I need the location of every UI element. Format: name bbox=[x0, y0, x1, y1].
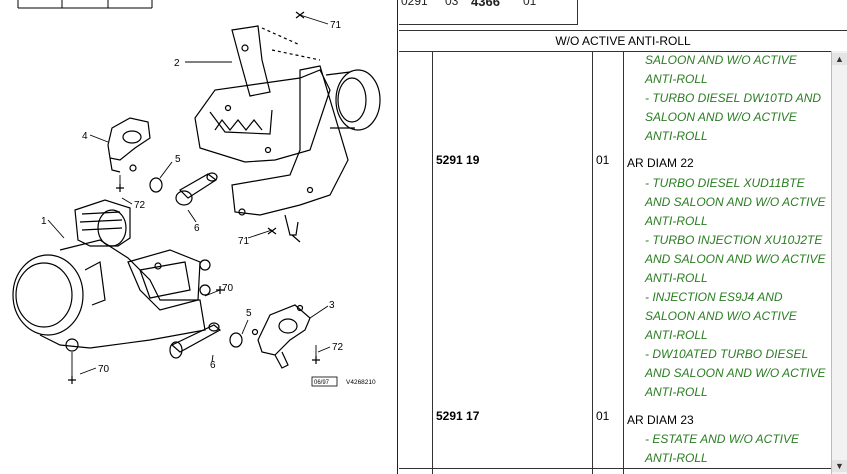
leader-lines bbox=[47, 14, 331, 380]
applicability-line: - ESTATE AND W/O ACTIVE bbox=[645, 432, 800, 446]
panel-divider bbox=[397, 0, 398, 474]
clamp-upper bbox=[107, 117, 218, 206]
date-box: 06/97 bbox=[314, 380, 330, 386]
cross-markers bbox=[68, 11, 320, 384]
clamp-lower bbox=[169, 304, 311, 369]
column-separator-1 bbox=[432, 51, 433, 474]
callout-5-upper: 5 bbox=[175, 154, 181, 165]
callout-71-mid: 71 bbox=[238, 236, 250, 247]
applicability-line: AND SALOON AND W/O ACTIVE bbox=[645, 252, 826, 266]
column-separator-2 bbox=[592, 51, 593, 474]
header-col-4: 01 bbox=[523, 0, 537, 8]
applicability-line: - TURBO DIESEL DW10TD AND bbox=[645, 91, 822, 105]
applicability-line: - TURBO INJECTION XU10J2TE bbox=[645, 233, 823, 247]
callout-70-right: 70 bbox=[222, 283, 234, 294]
scroll-up-icon[interactable]: ▲ bbox=[832, 53, 847, 65]
date-box-frame bbox=[311, 376, 338, 387]
callout-labels: 1 2 3 4 5 5 6 6 70 70 71 71 72 72 bbox=[41, 20, 344, 375]
part-variant: 01 bbox=[596, 409, 610, 423]
header-col-1: 0291 bbox=[401, 0, 428, 8]
applicability-line: - DW10ATED TURBO DIESEL bbox=[645, 347, 809, 361]
callout-6-lower: 6 bbox=[210, 360, 216, 371]
parts-list-panel: 0291 03 4366 01 W/O ACTIVE ANTI-ROLL SAL… bbox=[399, 0, 847, 474]
applicability-line: ANTI-ROLL bbox=[645, 72, 708, 86]
applicability-line: SALOON AND W/O ACTIVE bbox=[645, 309, 797, 323]
diagram-corner-table bbox=[17, 0, 153, 9]
part-variant: 01 bbox=[596, 153, 610, 167]
applicability-line: ANTI-ROLL bbox=[645, 385, 708, 399]
callout-3: 3 bbox=[329, 300, 335, 311]
applicability-line: ANTI-ROLL bbox=[645, 451, 708, 465]
callout-4: 4 bbox=[82, 131, 88, 142]
callout-6-upper: 6 bbox=[194, 223, 200, 234]
applicability-line: ANTI-ROLL bbox=[645, 129, 708, 143]
section-title: W/O ACTIVE ANTI-ROLL bbox=[399, 30, 847, 52]
callout-72-lower: 72 bbox=[332, 342, 344, 353]
part-description: AR DIAM 22 bbox=[627, 156, 694, 170]
part-reference[interactable]: 5291 17 bbox=[436, 409, 480, 423]
applicability-line: - INJECTION ES9J4 AND bbox=[645, 290, 783, 304]
column-separator-3 bbox=[623, 51, 624, 474]
callout-70-bottom: 70 bbox=[98, 364, 110, 375]
applicability-line: SALOON AND W/O ACTIVE bbox=[645, 110, 797, 124]
scroll-down-icon[interactable]: ▼ bbox=[832, 460, 847, 472]
lower-mount-assembly bbox=[12, 199, 211, 352]
applicability-line: SALOON AND W/O ACTIVE bbox=[645, 53, 797, 67]
applicability-line: AND SALOON AND W/O ACTIVE bbox=[645, 366, 826, 380]
bottom-border bbox=[399, 468, 831, 469]
header-col-2: 03 bbox=[445, 0, 459, 8]
vertical-scrollbar[interactable]: ▲ ▼ bbox=[831, 51, 847, 474]
callout-72-upper: 72 bbox=[134, 200, 146, 211]
part-reference[interactable]: 5291 19 bbox=[436, 153, 480, 167]
callout-2: 2 bbox=[174, 58, 180, 69]
callout-1: 1 bbox=[41, 216, 47, 227]
applicability-line: - TURBO DIESEL XUD11BTE bbox=[645, 176, 805, 190]
applicability-line: ANTI-ROLL bbox=[645, 271, 708, 285]
callout-5-lower: 5 bbox=[246, 308, 252, 319]
diagram-ref-code: V4268210 bbox=[346, 379, 376, 386]
callout-71-top: 71 bbox=[330, 20, 342, 31]
parts-diagram: 1 2 3 4 5 5 6 6 70 70 71 71 72 72 06/97 … bbox=[12, 0, 381, 387]
header-col-3: 4366 bbox=[471, 0, 500, 9]
header-box bbox=[399, 0, 578, 25]
applicability-line: ANTI-ROLL bbox=[645, 328, 708, 342]
applicability-line: AND SALOON AND W/O ACTIVE bbox=[645, 195, 826, 209]
upper-bracket-assembly bbox=[194, 25, 381, 243]
applicability-line: ANTI-ROLL bbox=[645, 214, 708, 228]
part-description: AR DIAM 23 bbox=[627, 413, 694, 427]
